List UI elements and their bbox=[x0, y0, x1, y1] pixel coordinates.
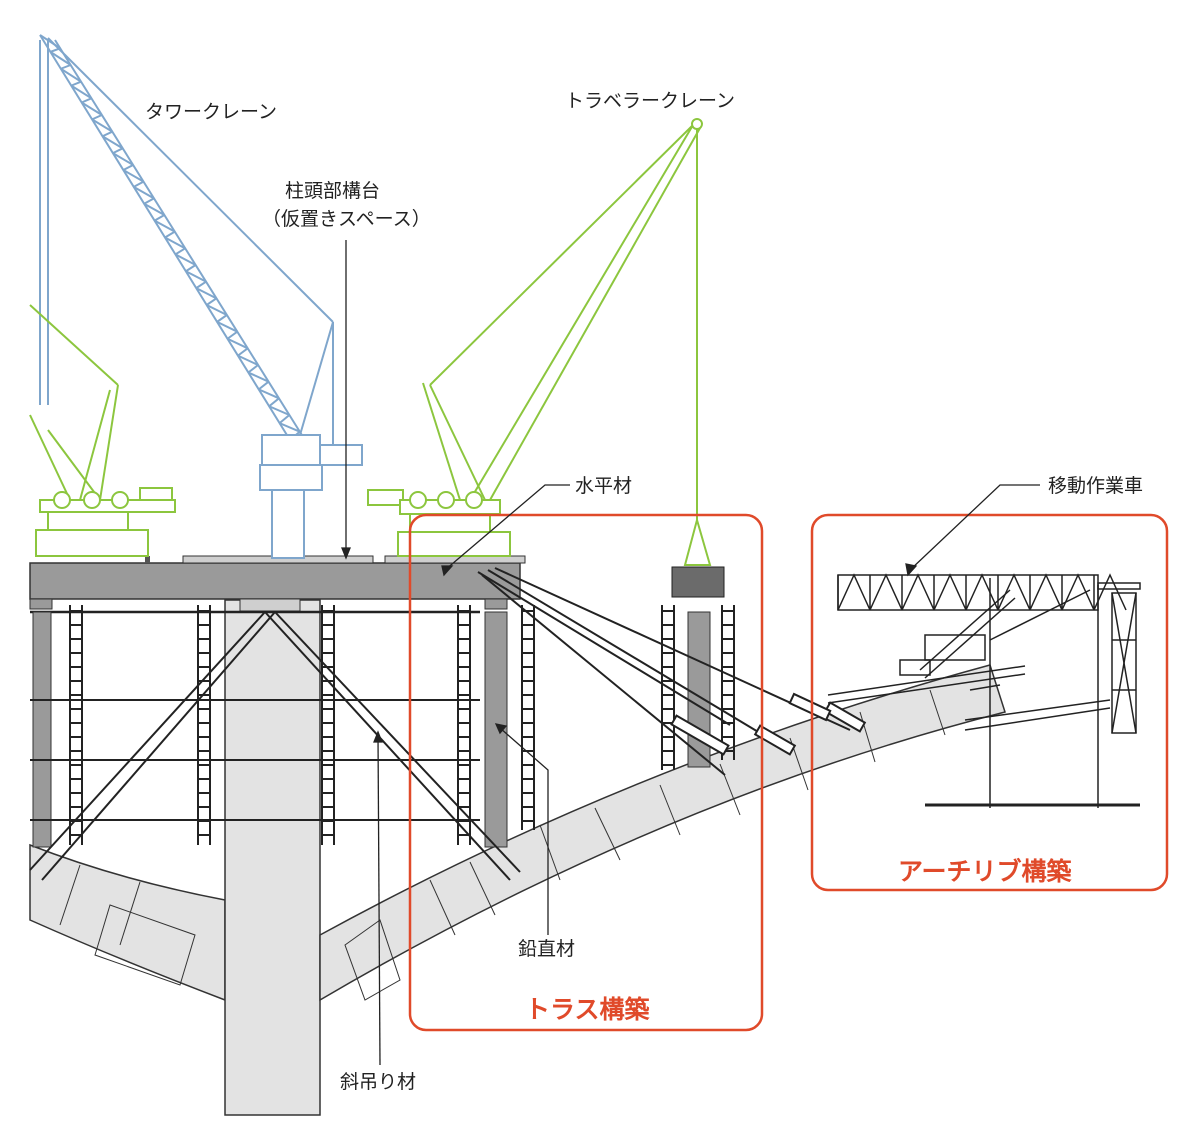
moving-work-vehicle bbox=[827, 573, 1141, 808]
tower-crane-label: タワークレーン bbox=[145, 101, 277, 123]
traveler-crane-label: トラベラークレーン bbox=[565, 90, 735, 112]
tower-crane bbox=[39, 34, 363, 559]
horizontal-member-label: 水平材 bbox=[575, 475, 632, 497]
arch-rib bbox=[29, 599, 1006, 1116]
moving-work-vehicle-label: 移動作業車 bbox=[1048, 475, 1143, 497]
arch-rib-section-label: アーチリブ構築 bbox=[898, 857, 1073, 886]
pier-head-label: 柱頭部構台 bbox=[285, 180, 380, 202]
leader-lines bbox=[341, 240, 1040, 1066]
vertical-member-label: 鉛直材 bbox=[518, 938, 575, 960]
diagonal-hanger-label: 斜吊り材 bbox=[340, 1071, 416, 1093]
scaffold-ladders bbox=[69, 605, 735, 845]
hoist-block bbox=[671, 566, 725, 598]
left-traveler-crane bbox=[29, 304, 176, 557]
vertical-columns bbox=[32, 611, 711, 848]
truss-section-label: トラス構築 bbox=[525, 995, 651, 1024]
traveler-crane bbox=[367, 118, 712, 566]
pier-head-sublabel: （仮置きスペース） bbox=[262, 208, 431, 230]
pier-head-deck bbox=[29, 555, 526, 614]
arch-rib-section-box bbox=[810, 513, 1169, 892]
truss-members bbox=[29, 567, 867, 881]
labels: タワークレーン トラベラークレーン 柱頭部構台 （仮置きスペース） 水平材 移動… bbox=[145, 90, 1143, 1093]
truss-section-box bbox=[408, 513, 764, 1032]
